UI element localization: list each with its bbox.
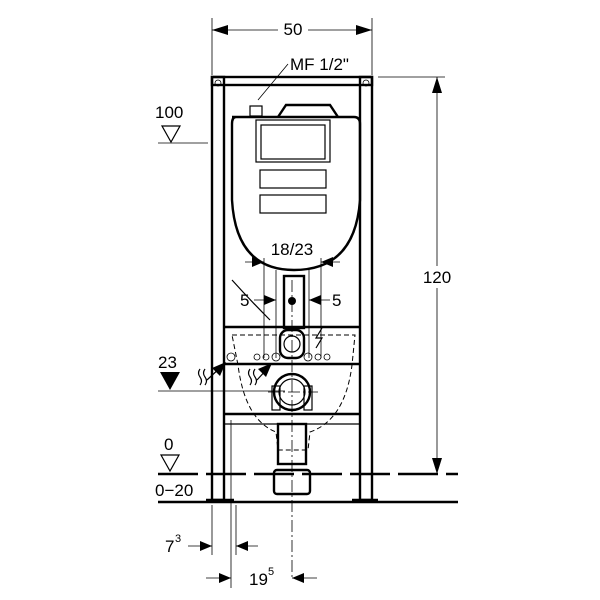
svg-text:3: 3 xyxy=(175,533,181,545)
width-dimension: 50 xyxy=(211,18,373,75)
svg-text:0: 0 xyxy=(164,435,173,454)
offset-right-label: 5 xyxy=(332,291,341,310)
level-100: 100 xyxy=(155,103,208,144)
height-label: 120 xyxy=(423,268,451,287)
water-supply-icon xyxy=(197,362,272,386)
cistern xyxy=(230,103,362,330)
height-dimension: 120 xyxy=(378,76,456,474)
spacing-dimension: 18/23 5 5 xyxy=(240,240,341,358)
svg-text:7: 7 xyxy=(165,537,174,556)
width-label: 50 xyxy=(284,20,303,39)
svg-text:18/23: 18/23 xyxy=(271,240,314,259)
drain-offset-dimension: 19 5 xyxy=(206,566,317,589)
svg-text:100: 100 xyxy=(155,103,183,122)
level-0: 0 0−20 xyxy=(155,435,193,500)
wall-offset-dimension: 7 3 xyxy=(165,420,258,588)
floor-range-label: 0−20 xyxy=(155,481,193,500)
drain-pipes xyxy=(226,280,331,580)
connection-label: MF 1/2" xyxy=(290,55,349,74)
offset-left-label: 5 xyxy=(240,291,249,310)
svg-text:5: 5 xyxy=(268,566,274,578)
svg-text:19: 19 xyxy=(249,570,268,589)
level-23: 23 xyxy=(158,353,285,392)
svg-text:23: 23 xyxy=(158,353,177,372)
